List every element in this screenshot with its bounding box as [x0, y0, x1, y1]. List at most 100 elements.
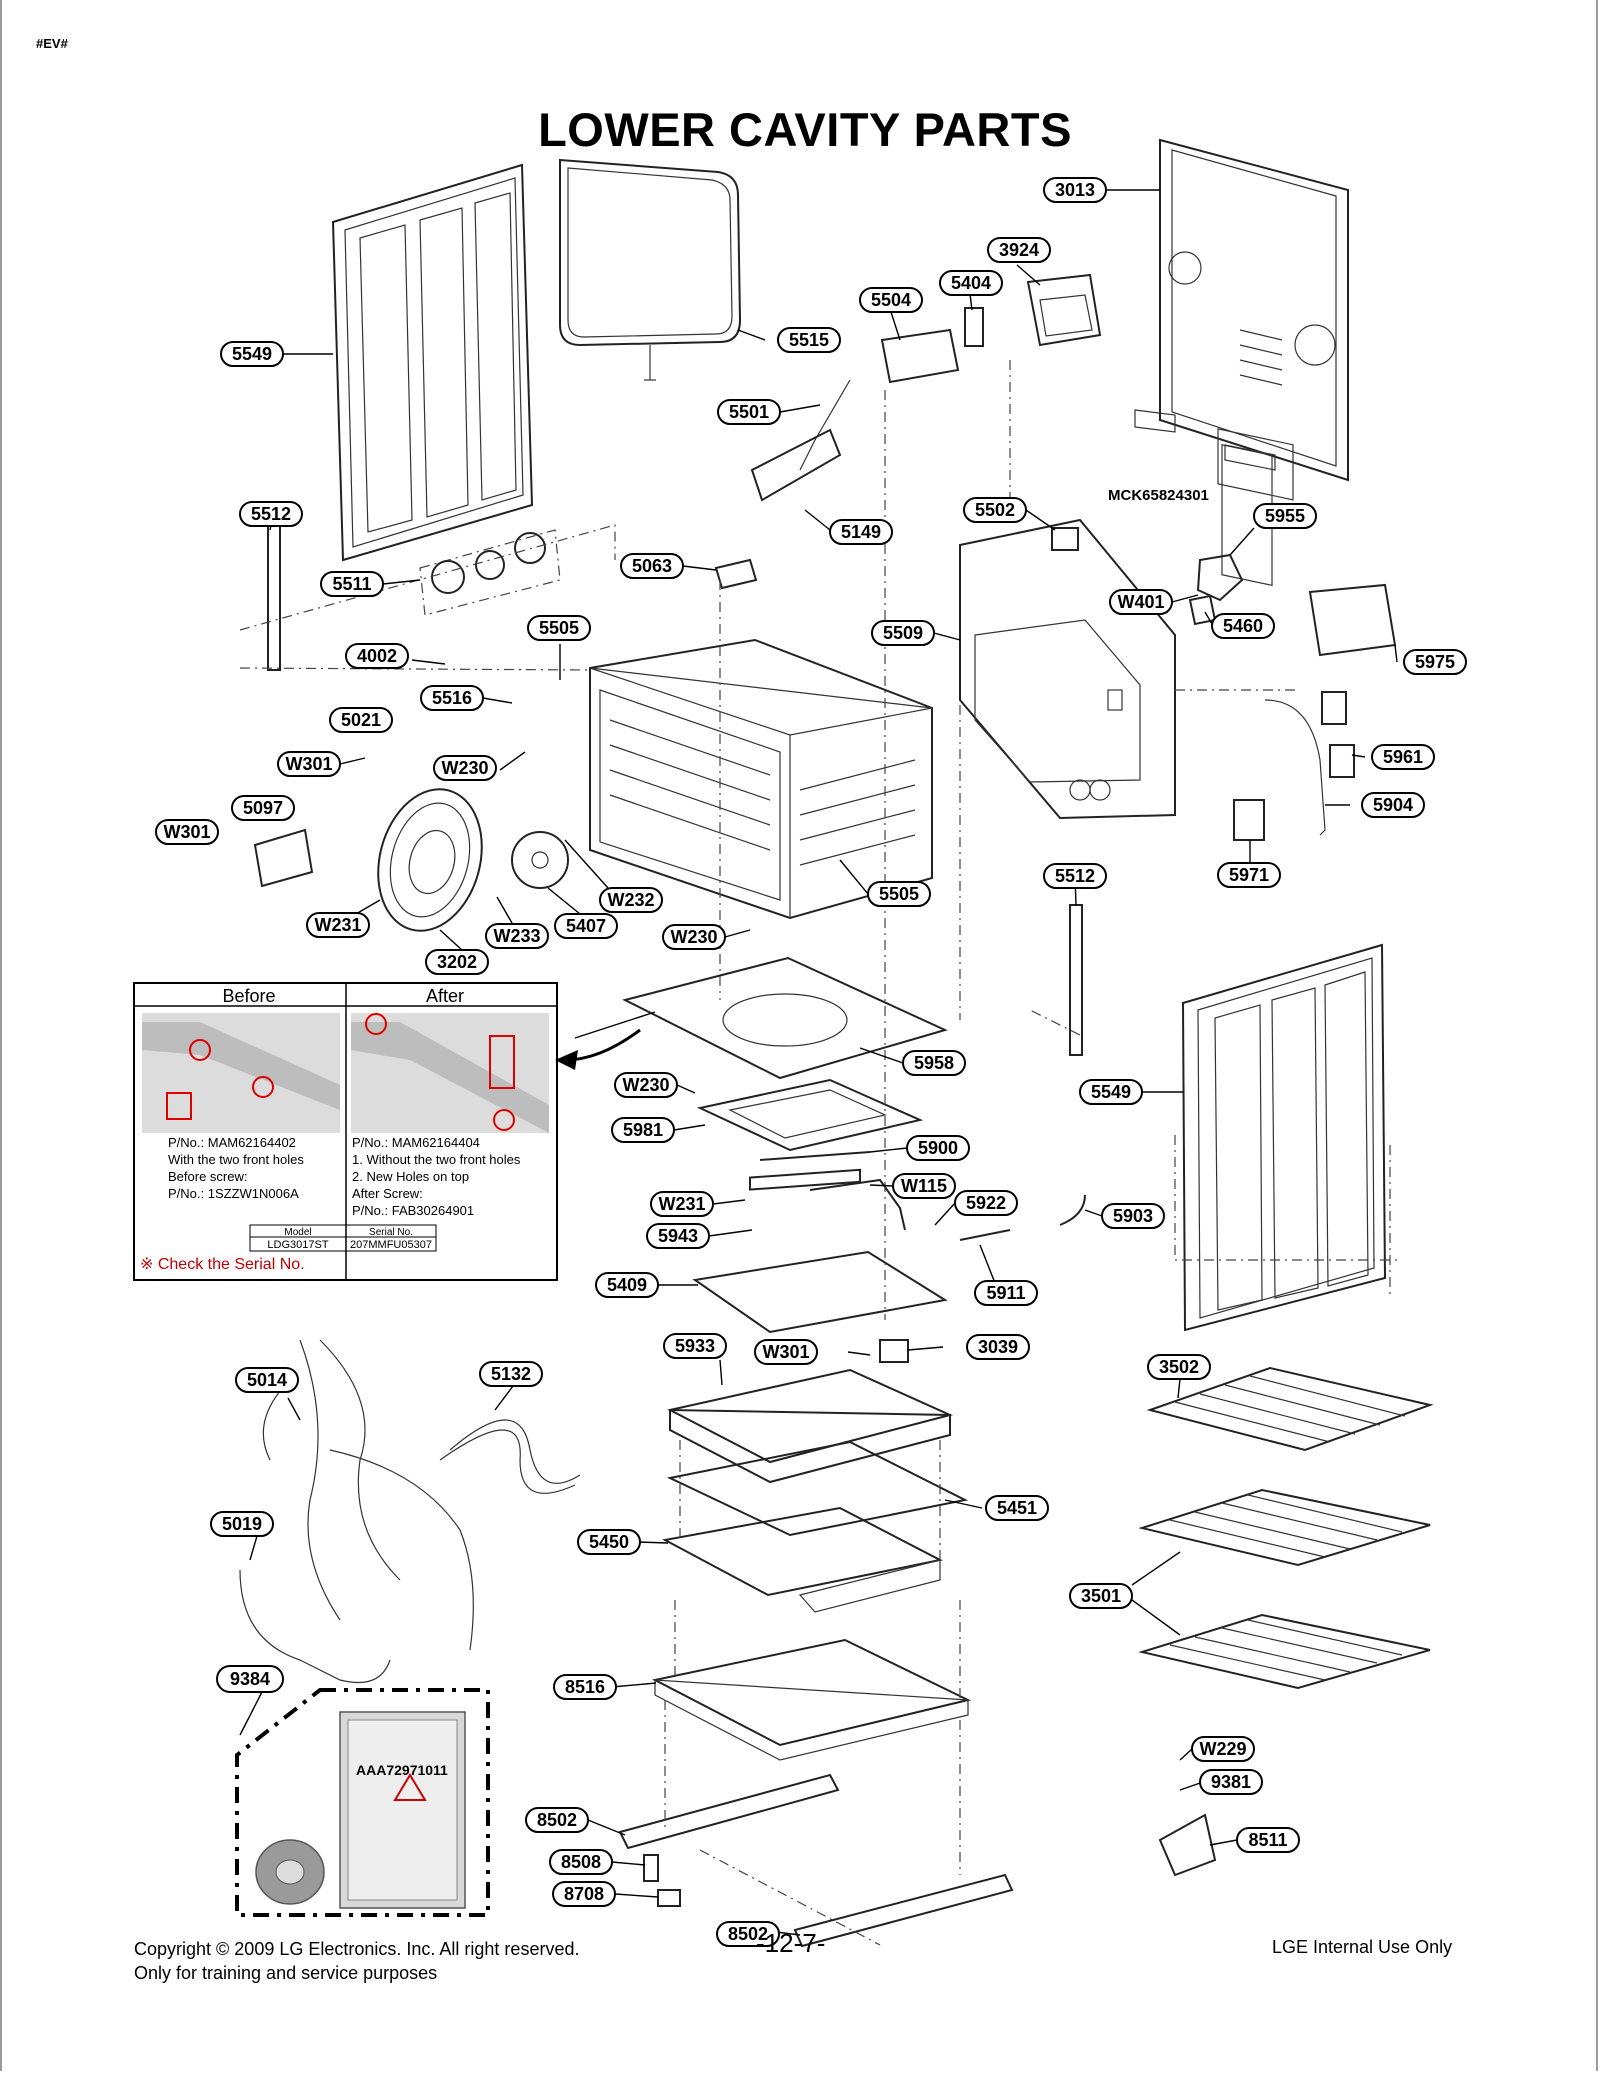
control-frame	[959, 518, 1176, 820]
svg-text:5501: 5501	[729, 402, 769, 422]
before-line-2: With the two front holes	[168, 1152, 304, 1167]
label-5975: 5975	[1403, 649, 1467, 675]
label-5404: 5404	[939, 270, 1003, 296]
svg-text:8511: 8511	[1248, 1830, 1287, 1850]
svg-text:4002: 4002	[357, 646, 397, 666]
label-5922: 5922	[954, 1190, 1018, 1216]
table-header-serial: Serial No.	[369, 1227, 413, 1238]
svg-text:5509: 5509	[883, 623, 923, 643]
svg-text:5971: 5971	[1229, 865, 1269, 885]
label-8502b: 8502	[716, 1921, 780, 1947]
label-5900: 5900	[906, 1135, 970, 1161]
svg-text:3013: 3013	[1055, 180, 1095, 200]
label-3202: 3202	[425, 949, 489, 975]
label-W231a: W231	[306, 912, 370, 938]
svg-text:5063: 5063	[632, 556, 672, 576]
wire-harness-5132	[439, 1419, 581, 1494]
page-title: LOWER CAVITY PARTS	[538, 103, 1072, 156]
label-9384: 9384	[216, 1665, 284, 1693]
label-3013: 3013	[1043, 177, 1107, 203]
copyright-line-1: Copyright © 2009 LG Electronics. Inc. Al…	[134, 1939, 580, 1959]
svg-text:W229: W229	[1199, 1739, 1246, 1759]
svg-text:5515: 5515	[789, 330, 829, 350]
label-5019: 5019	[210, 1511, 274, 1537]
after-line-2: 1. Without the two front holes	[352, 1152, 521, 1167]
bracket-3039	[879, 1339, 909, 1363]
wire-5904	[1264, 699, 1326, 836]
label-8516: 8516	[553, 1674, 617, 1700]
svg-text:9381: 9381	[1211, 1772, 1251, 1792]
side-panel-left	[331, 163, 534, 562]
table-header-model: Model	[284, 1227, 311, 1238]
corner-tag: #EV#	[36, 36, 68, 51]
label-W232: W232	[599, 887, 663, 913]
label-8708: 8708	[552, 1881, 616, 1907]
orifice-5903	[1059, 1194, 1086, 1226]
support-bracket-5149	[750, 428, 842, 502]
label-5958: 5958	[902, 1050, 966, 1076]
lock-rod	[799, 379, 851, 471]
label-W233: W233	[485, 923, 549, 949]
label-5460: 5460	[1211, 613, 1275, 639]
svg-text:W115: W115	[901, 1176, 947, 1196]
svg-text:5505: 5505	[879, 884, 919, 904]
electrode-5900	[759, 1151, 871, 1161]
switch-5502	[1051, 527, 1079, 551]
door-lock-bracket	[880, 328, 960, 384]
svg-text:5097: 5097	[243, 798, 283, 818]
label-5955: 5955	[1253, 503, 1317, 529]
svg-text:W301: W301	[163, 822, 210, 842]
bracket-5097	[253, 828, 314, 888]
label-W230a: W230	[433, 755, 497, 781]
svg-text:5922: 5922	[966, 1193, 1006, 1213]
inset-before-header: Before	[222, 986, 275, 1006]
label-5501: 5501	[717, 399, 781, 425]
svg-text:3202: 3202	[437, 952, 477, 972]
label-5021: 5021	[329, 707, 393, 733]
label-8508: 8508	[549, 1849, 613, 1875]
label-5505a: 5505	[527, 615, 591, 641]
label-5961: 5961	[1371, 744, 1435, 770]
label-5409: 5409	[595, 1272, 659, 1298]
before-line-4: P/No.: 1SZZW1N006A	[168, 1186, 299, 1201]
label-5097: 5097	[231, 795, 295, 821]
label-3501: 3501	[1069, 1583, 1133, 1609]
svg-text:5505: 5505	[539, 618, 579, 638]
label-5512b: 5512	[1043, 863, 1107, 889]
label-4002: 4002	[345, 643, 409, 669]
parts-kit	[235, 1688, 490, 1917]
label-5511: 5511	[320, 571, 384, 597]
bracket-3924	[1026, 273, 1102, 347]
label-3039: 3039	[966, 1334, 1030, 1360]
svg-text:5512: 5512	[251, 504, 291, 524]
label-5904: 5904	[1361, 792, 1425, 818]
svg-text:5911: 5911	[986, 1283, 1025, 1303]
label-5451: 5451	[985, 1495, 1049, 1521]
label-5014: 5014	[235, 1367, 299, 1393]
svg-text:9384: 9384	[230, 1669, 270, 1689]
label-9381: 9381	[1199, 1769, 1263, 1795]
table-serial-value: 207MMFU05307	[350, 1239, 432, 1251]
svg-text:8502: 8502	[728, 1924, 768, 1944]
valve-5955	[1196, 553, 1244, 602]
switch-5961a	[1321, 691, 1347, 725]
svg-text:5900: 5900	[918, 1138, 958, 1158]
label-W401: W401	[1109, 589, 1173, 615]
switch-5961b	[1329, 744, 1355, 778]
svg-text:8708: 8708	[564, 1884, 604, 1904]
bracket-5063	[714, 558, 758, 590]
label-5450: 5450	[577, 1529, 641, 1555]
svg-text:8508: 8508	[561, 1852, 601, 1872]
svg-text:5961: 5961	[1383, 747, 1423, 767]
svg-text:8516: 8516	[565, 1677, 605, 1697]
after-line-5: P/No.: FAB30264901	[352, 1203, 474, 1218]
svg-text:3039: 3039	[978, 1337, 1018, 1357]
leveling-leg	[643, 1854, 659, 1882]
oven-racks	[1138, 1366, 1434, 1690]
label-5549a: 5549	[220, 341, 284, 367]
label-5981: 5981	[611, 1117, 675, 1143]
label-W231b: W231	[650, 1191, 714, 1217]
